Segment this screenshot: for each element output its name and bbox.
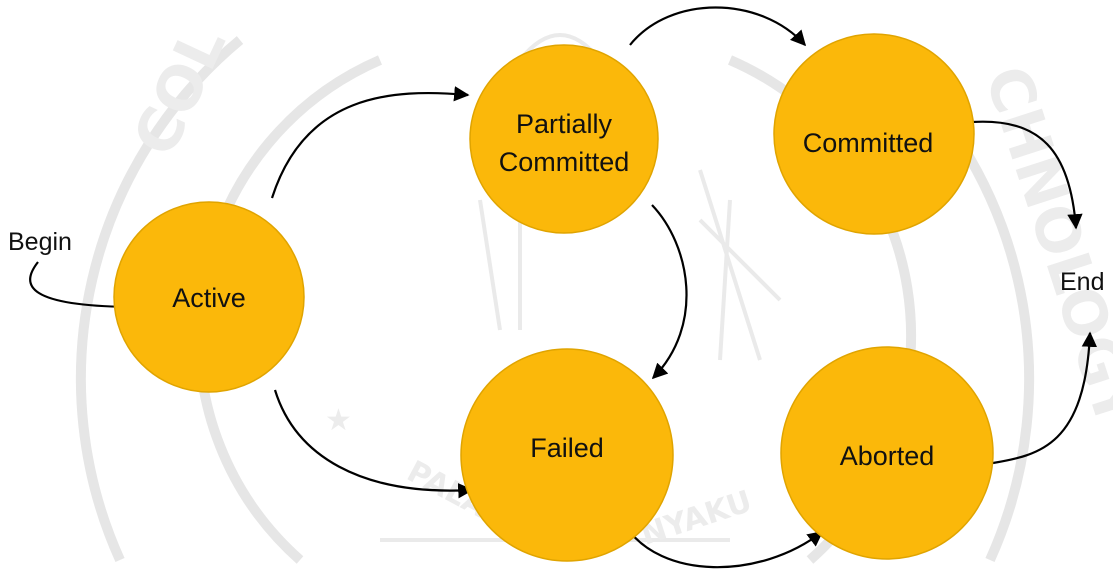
watermark-star-icon: ★ bbox=[325, 403, 352, 438]
state-aborted: Aborted bbox=[780, 346, 994, 560]
watermark-tower bbox=[698, 169, 782, 361]
terminal-begin-label: Begin bbox=[8, 228, 72, 256]
state-partially-committed: Partially Committed bbox=[469, 44, 659, 234]
state-active-node bbox=[113, 201, 305, 393]
state-committed-node bbox=[773, 33, 975, 235]
state-failed-node bbox=[460, 348, 674, 562]
state-active: Active bbox=[113, 201, 305, 393]
edge-aborted-to-end bbox=[992, 331, 1098, 465]
state-failed: Failed bbox=[460, 348, 674, 562]
edge-failed-to-aborted bbox=[624, 524, 824, 569]
state-active-label: Active bbox=[172, 283, 246, 313]
state-committed: Committed bbox=[773, 33, 975, 235]
state-failed-label: Failed bbox=[530, 433, 604, 463]
state-partially-committed-node bbox=[469, 44, 659, 234]
edges bbox=[29, 6, 1098, 569]
watermark-left-arc bbox=[75, 36, 244, 563]
edge-partially-committed-to-committed bbox=[629, 6, 807, 47]
state-aborted-node bbox=[780, 346, 994, 560]
terminal-end-label: End bbox=[1060, 268, 1104, 296]
state-partially-committed-label-line1: Partially bbox=[516, 109, 613, 139]
watermark-right-text: CHNOLOGY bbox=[971, 58, 1113, 437]
state-committed-label: Committed bbox=[803, 128, 934, 158]
state-partially-committed-label-line2: Committed bbox=[499, 147, 630, 177]
edge-active-to-failed bbox=[273, 389, 474, 499]
watermark-left-text: COL bbox=[120, 16, 240, 166]
edge-committed-to-end bbox=[971, 120, 1083, 230]
watermark-figure bbox=[478, 199, 522, 331]
edge-active-to-partially-committed bbox=[270, 86, 470, 199]
state-aborted-label: Aborted bbox=[840, 441, 935, 471]
edge-partially-committed-to-failed bbox=[651, 204, 688, 380]
edge-begin-to-active bbox=[29, 261, 142, 315]
